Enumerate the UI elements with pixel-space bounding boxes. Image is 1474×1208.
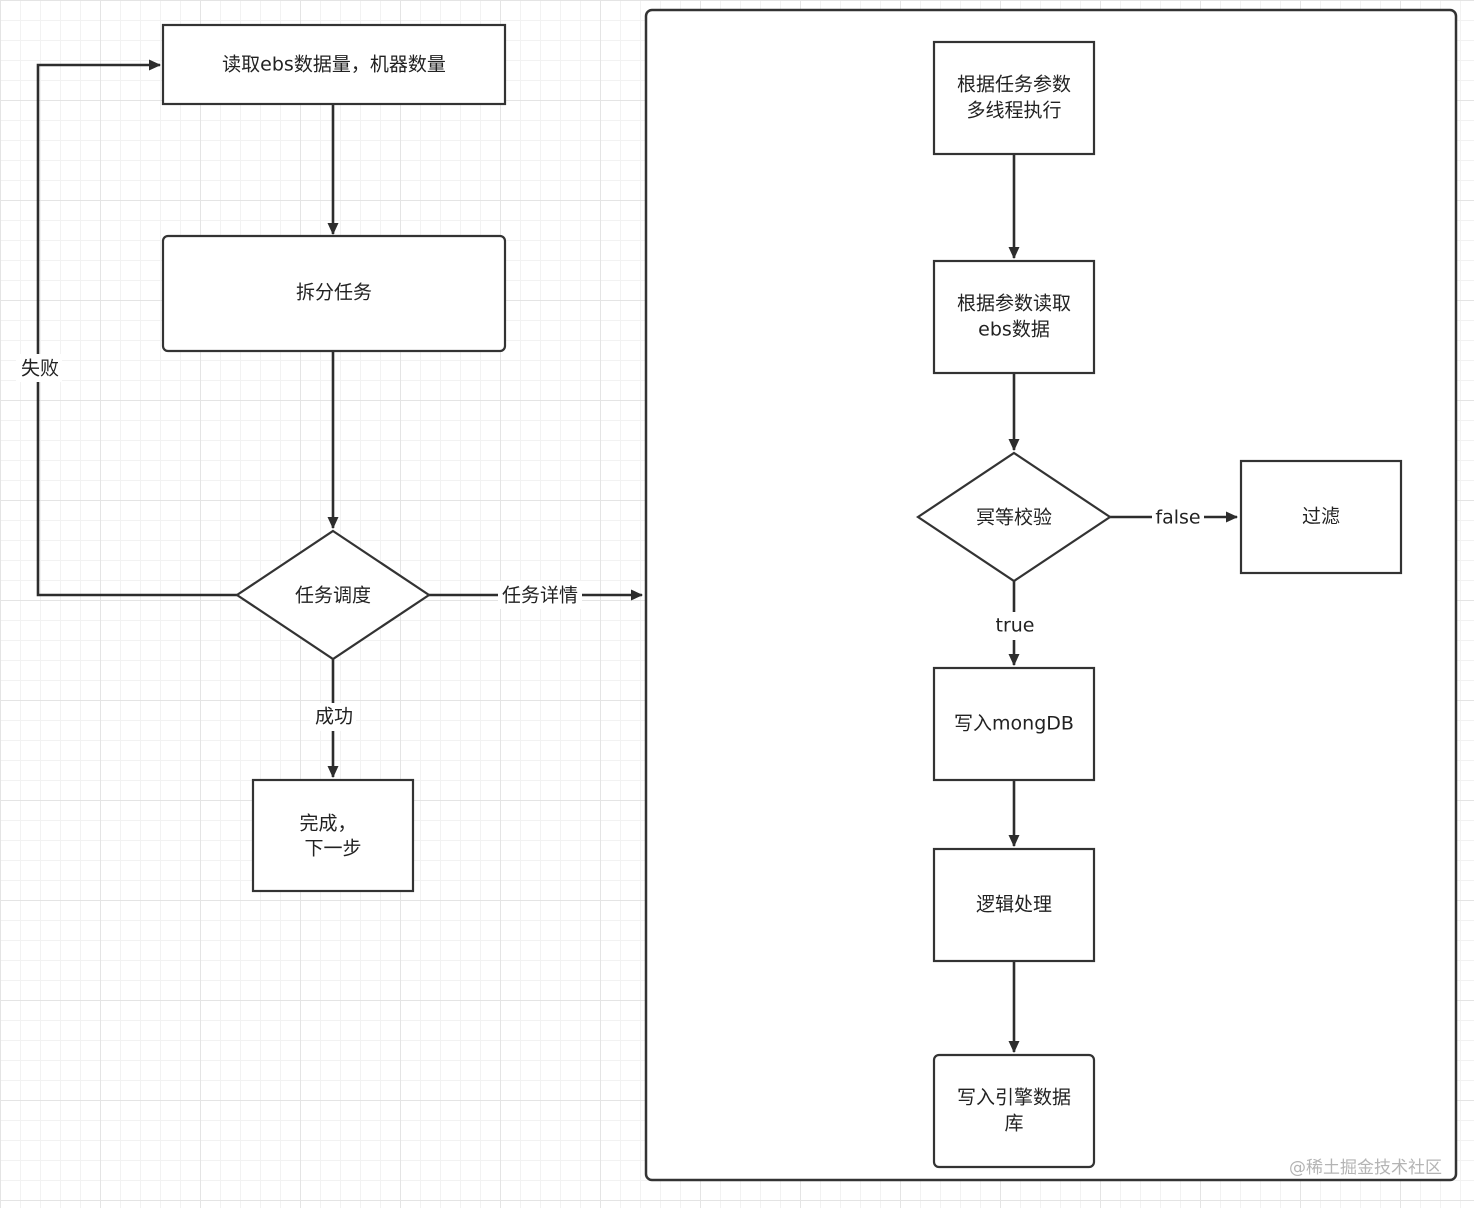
- node-exec-line1: 根据任务参数: [957, 74, 1071, 96]
- node-idempotent-check[interactable]: 冥等校验: [916, 451, 1112, 583]
- edge-fail-loop: [36, 59, 237, 597]
- node-filter[interactable]: 过滤: [1239, 459, 1403, 575]
- node-idempotent-check-label: 冥等校验: [976, 507, 1052, 529]
- node-split-task-label: 拆分任务: [296, 282, 372, 304]
- fail-label: 失败: [21, 358, 59, 380]
- node-filter-label: 过滤: [1302, 506, 1340, 528]
- node-read-ebs-line2: ebs数据: [978, 319, 1050, 341]
- subprocess-frame: [644, 8, 1458, 1182]
- node-exec[interactable]: 根据任务参数 多线程执行: [932, 40, 1096, 156]
- watermark: @稀土掘金技术社区: [1289, 1158, 1442, 1178]
- node-schedule-decision[interactable]: 任务调度: [235, 529, 431, 661]
- false-label: false: [1155, 507, 1200, 529]
- fail-label-bg: [16, 354, 62, 382]
- true-label: true: [996, 615, 1035, 637]
- false-label-bg: [1152, 504, 1204, 532]
- node-done-line1: 完成，: [299, 813, 356, 835]
- true-label-bg: [994, 612, 1036, 640]
- node-write-engine[interactable]: 写入引擎数据 库: [932, 1053, 1096, 1169]
- node-write-mongo[interactable]: 写入mongDB: [932, 666, 1096, 782]
- node-write-engine-line1: 写入引擎数据: [957, 1087, 1071, 1109]
- node-logic[interactable]: 逻辑处理: [932, 847, 1096, 963]
- task-detail-label: 任务详情: [502, 585, 578, 607]
- node-read-counts[interactable]: 读取ebs数据量，机器数量: [161, 23, 507, 106]
- node-write-mongo-label: 写入mongDB: [954, 713, 1074, 735]
- node-logic-label: 逻辑处理: [976, 894, 1052, 916]
- node-read-counts-label: 读取ebs数据量，机器数量: [222, 54, 446, 76]
- node-exec-line2: 多线程执行: [966, 100, 1061, 122]
- node-read-ebs[interactable]: 根据参数读取 ebs数据: [932, 259, 1096, 375]
- task-detail-label-bg: [498, 581, 582, 609]
- node-write-engine-line2: 库: [1004, 1113, 1023, 1135]
- node-done-line2: 下一步: [304, 838, 361, 860]
- node-read-ebs-line1: 根据参数读取: [957, 293, 1071, 315]
- success-label-bg: [310, 703, 356, 731]
- success-label: 成功: [315, 706, 353, 728]
- node-schedule-label: 任务调度: [295, 585, 371, 607]
- node-done[interactable]: 完成， 下一步: [251, 778, 415, 893]
- node-split-task[interactable]: 拆分任务: [161, 234, 507, 353]
